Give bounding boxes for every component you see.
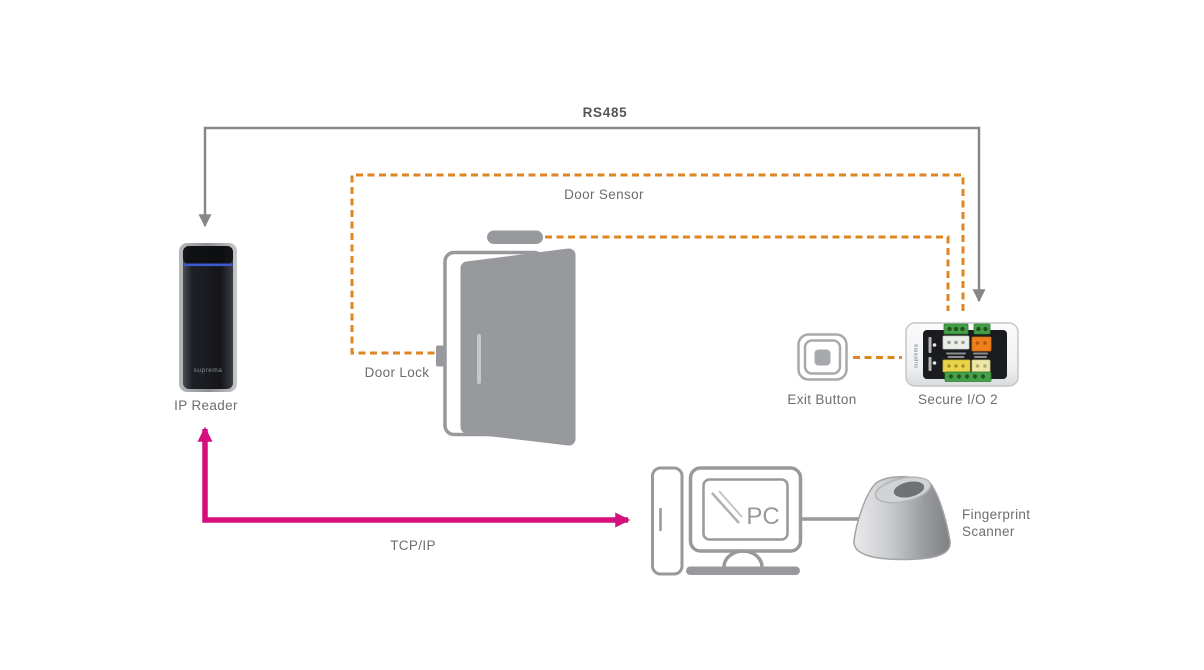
ip-reader-led-bar — [183, 263, 233, 267]
door-lock-label: Door Lock — [364, 365, 430, 380]
exit-button-device — [797, 333, 848, 381]
fingerprint-scanner-device — [853, 476, 951, 561]
secure-io-label: Secure I/O 2 — [918, 392, 998, 407]
door-sensor-label: Door Sensor — [564, 187, 644, 202]
door-lock — [436, 345, 446, 367]
ip-reader-top-cap — [183, 246, 233, 264]
door-sensor-dashed-line — [545, 235, 950, 311]
pc-device: PC — [651, 466, 803, 576]
secure-io-device: suprema — [905, 322, 1019, 387]
pc-tower — [651, 466, 684, 576]
pc-monitor-base — [686, 566, 800, 575]
secure-io-leds — [928, 337, 937, 371]
pc-label-on-screen: PC — [746, 503, 779, 530]
pc-screen — [702, 478, 789, 541]
exit-button-label: Exit Button — [787, 392, 857, 407]
tcpip-arrow — [197, 426, 631, 528]
fingerprint-scanner-label: Fingerprint Scanner — [962, 507, 1031, 539]
ip-reader-body — [183, 246, 233, 389]
pc-screen-glare — [711, 492, 740, 524]
door-group — [436, 230, 576, 446]
door-sensor — [487, 230, 543, 244]
ip-reader-brand-text: suprema — [194, 367, 223, 374]
rs485-label: RS485 — [582, 105, 628, 120]
secure-io-terminals — [942, 323, 992, 382]
exit-button-pad — [814, 349, 831, 366]
pc-screen-glare-2 — [718, 490, 743, 518]
fingerprint-scanner-window — [893, 481, 925, 498]
ip-reader-device: suprema — [179, 243, 237, 392]
ip-reader-label: IP Reader — [174, 398, 238, 413]
door-leaf — [460, 248, 576, 446]
rs485-connection-line — [198, 126, 986, 303]
pc-monitor-stand — [722, 549, 764, 568]
tcpip-label: TCP/IP — [390, 538, 436, 553]
door-handle — [477, 334, 481, 384]
secure-io-brand-text: suprema — [914, 343, 920, 368]
